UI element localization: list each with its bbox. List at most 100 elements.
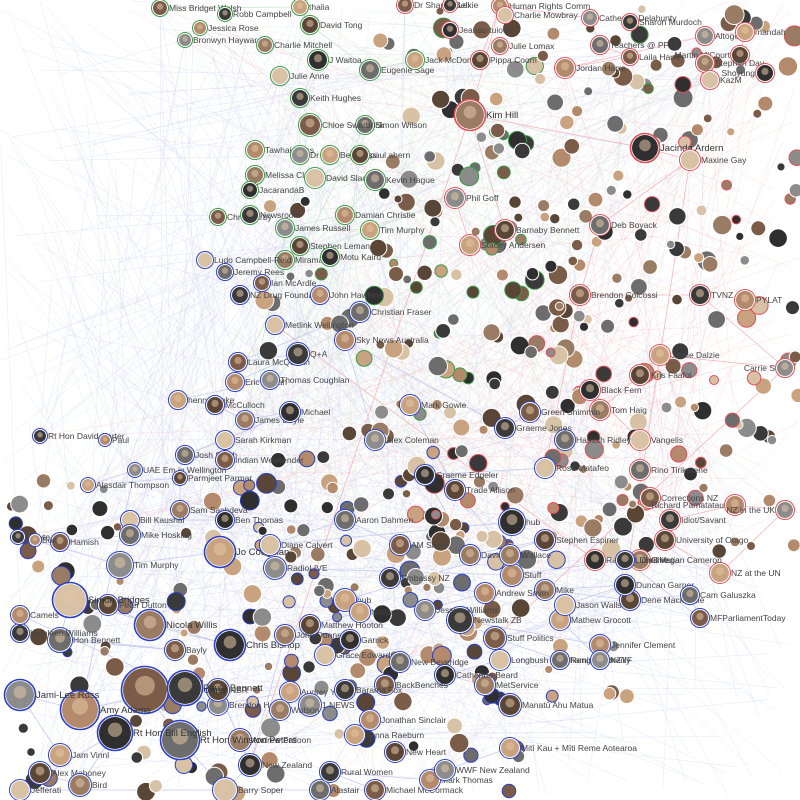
background-avatar-node[interactable] — [571, 105, 584, 118]
background-avatar-node[interactable] — [8, 516, 23, 531]
background-avatar-node[interactable] — [544, 259, 558, 273]
background-avatar-node[interactable] — [252, 685, 262, 695]
avatar-circle[interactable] — [435, 46, 453, 63]
graph-node[interactable]: Parmjeet Parmar — [172, 470, 253, 486]
graph-node[interactable]: Jessica Williams — [414, 599, 499, 621]
avatar-circle[interactable] — [584, 439, 604, 459]
avatar-circle[interactable] — [423, 150, 437, 163]
background-avatar-node[interactable] — [746, 370, 762, 386]
background-avatar-node[interactable] — [547, 550, 566, 569]
avatar-circle[interactable] — [82, 614, 103, 634]
avatar-circle[interactable] — [515, 233, 527, 246]
graph-node[interactable]: John Hawkins — [310, 285, 383, 305]
graph-node[interactable]: Matthew Hooton — [299, 614, 384, 636]
graph-node[interactable]: Laila Harré — [621, 48, 681, 66]
avatar-circle[interactable] — [252, 607, 273, 627]
graph-node[interactable]: Miss Bridget Walsh — [151, 0, 242, 17]
background-avatar-node[interactable] — [459, 492, 476, 509]
background-avatar-node[interactable] — [510, 598, 531, 618]
avatar-circle[interactable] — [99, 646, 110, 657]
background-avatar-node[interactable] — [724, 412, 741, 428]
avatar-circle[interactable] — [130, 751, 144, 764]
background-avatar-node[interactable] — [746, 541, 756, 551]
avatar-circle[interactable] — [698, 482, 709, 493]
background-avatar-node[interactable] — [435, 323, 452, 339]
avatar-circle[interactable] — [316, 450, 331, 465]
background-avatar-node[interactable] — [711, 543, 727, 559]
background-avatar-node[interactable] — [487, 480, 500, 493]
background-avatar-node[interactable] — [630, 25, 649, 44]
graph-node[interactable]: Simon Wilson — [355, 115, 428, 135]
avatar-circle[interactable] — [674, 395, 688, 409]
background-avatar-node[interactable] — [453, 573, 471, 592]
avatar-circle[interactable] — [513, 212, 524, 223]
background-avatar-node[interactable] — [788, 350, 800, 364]
graph-node[interactable]: Carrie S — [744, 358, 795, 378]
avatar-circle[interactable] — [709, 375, 719, 385]
avatar-circle[interactable] — [179, 628, 189, 638]
background-avatar-node[interactable] — [790, 387, 800, 404]
background-avatar-node[interactable] — [752, 108, 763, 119]
avatar-circle[interactable] — [572, 309, 586, 323]
graph-node[interactable]: Metlink Wellington — [265, 315, 355, 335]
avatar-circle[interactable] — [454, 444, 469, 459]
avatar-circle[interactable] — [448, 517, 463, 532]
background-avatar-node[interactable] — [578, 209, 593, 224]
avatar-circle[interactable] — [402, 592, 419, 608]
background-avatar-node[interactable] — [246, 695, 259, 709]
background-avatar-node[interactable] — [298, 450, 316, 468]
avatar-circle[interactable] — [308, 568, 320, 580]
avatar-circle[interactable] — [757, 95, 774, 112]
avatar-circle[interactable] — [242, 584, 263, 604]
avatar-circle[interactable] — [683, 466, 698, 482]
background-avatar-node[interactable] — [256, 472, 277, 494]
background-avatar-node[interactable] — [729, 536, 741, 548]
background-avatar-node[interactable] — [430, 531, 451, 552]
avatar-circle[interactable] — [587, 191, 604, 208]
avatar-circle[interactable] — [666, 36, 683, 52]
background-avatar-node[interactable] — [612, 169, 625, 182]
background-avatar-node[interactable] — [407, 740, 420, 752]
avatar-circle[interactable] — [475, 131, 488, 143]
background-avatar-node[interactable] — [352, 538, 372, 559]
background-avatar-node[interactable] — [475, 529, 489, 543]
background-avatar-node[interactable] — [472, 475, 487, 489]
background-avatar-node[interactable] — [606, 114, 625, 133]
background-avatar-node[interactable] — [642, 259, 658, 275]
avatar-circle[interactable] — [644, 196, 661, 213]
graph-node[interactable]: Kathleen Williams — [10, 623, 98, 643]
avatar-circle[interactable] — [105, 657, 125, 677]
avatar-circle[interactable] — [450, 268, 463, 282]
avatar-circle[interactable] — [289, 201, 307, 219]
avatar-circle[interactable] — [606, 114, 625, 133]
avatar-circle[interactable] — [453, 573, 471, 592]
avatar-circle[interactable] — [196, 701, 207, 712]
avatar-circle[interactable] — [298, 450, 316, 468]
background-avatar-node[interactable] — [258, 341, 279, 361]
avatar-circle[interactable] — [378, 187, 391, 200]
avatar-circle[interactable] — [660, 401, 673, 414]
background-avatar-node[interactable] — [723, 4, 745, 25]
avatar-circle[interactable] — [341, 425, 358, 442]
graph-node[interactable]: 1 NEWS — [298, 693, 355, 717]
background-avatar-node[interactable] — [302, 660, 316, 674]
graph-node[interactable]: Jefferati — [9, 779, 62, 800]
background-avatar-node[interactable] — [31, 559, 46, 574]
avatar-circle[interactable] — [630, 25, 649, 44]
graph-node[interactable]: Jack McDonald — [405, 50, 484, 70]
avatar-circle[interactable] — [668, 207, 687, 226]
avatar-circle[interactable] — [282, 595, 296, 609]
graph-node[interactable]: TVNZ — [689, 284, 734, 306]
background-avatar-node[interactable] — [609, 34, 622, 47]
avatar-circle[interactable] — [637, 4, 647, 14]
avatar-circle[interactable] — [762, 493, 777, 508]
graph-node[interactable]: Shoyung — [721, 63, 775, 83]
graph-node[interactable]: Miramar — [275, 250, 327, 270]
background-avatar-node[interactable] — [619, 688, 635, 705]
avatar-circle[interactable] — [270, 452, 287, 469]
background-avatar-node[interactable] — [674, 76, 692, 93]
background-avatar-node[interactable] — [513, 142, 531, 160]
graph-node[interactable]: David Tong — [300, 15, 363, 35]
background-avatar-node[interactable] — [605, 184, 617, 196]
background-avatar-node[interactable] — [284, 550, 298, 564]
